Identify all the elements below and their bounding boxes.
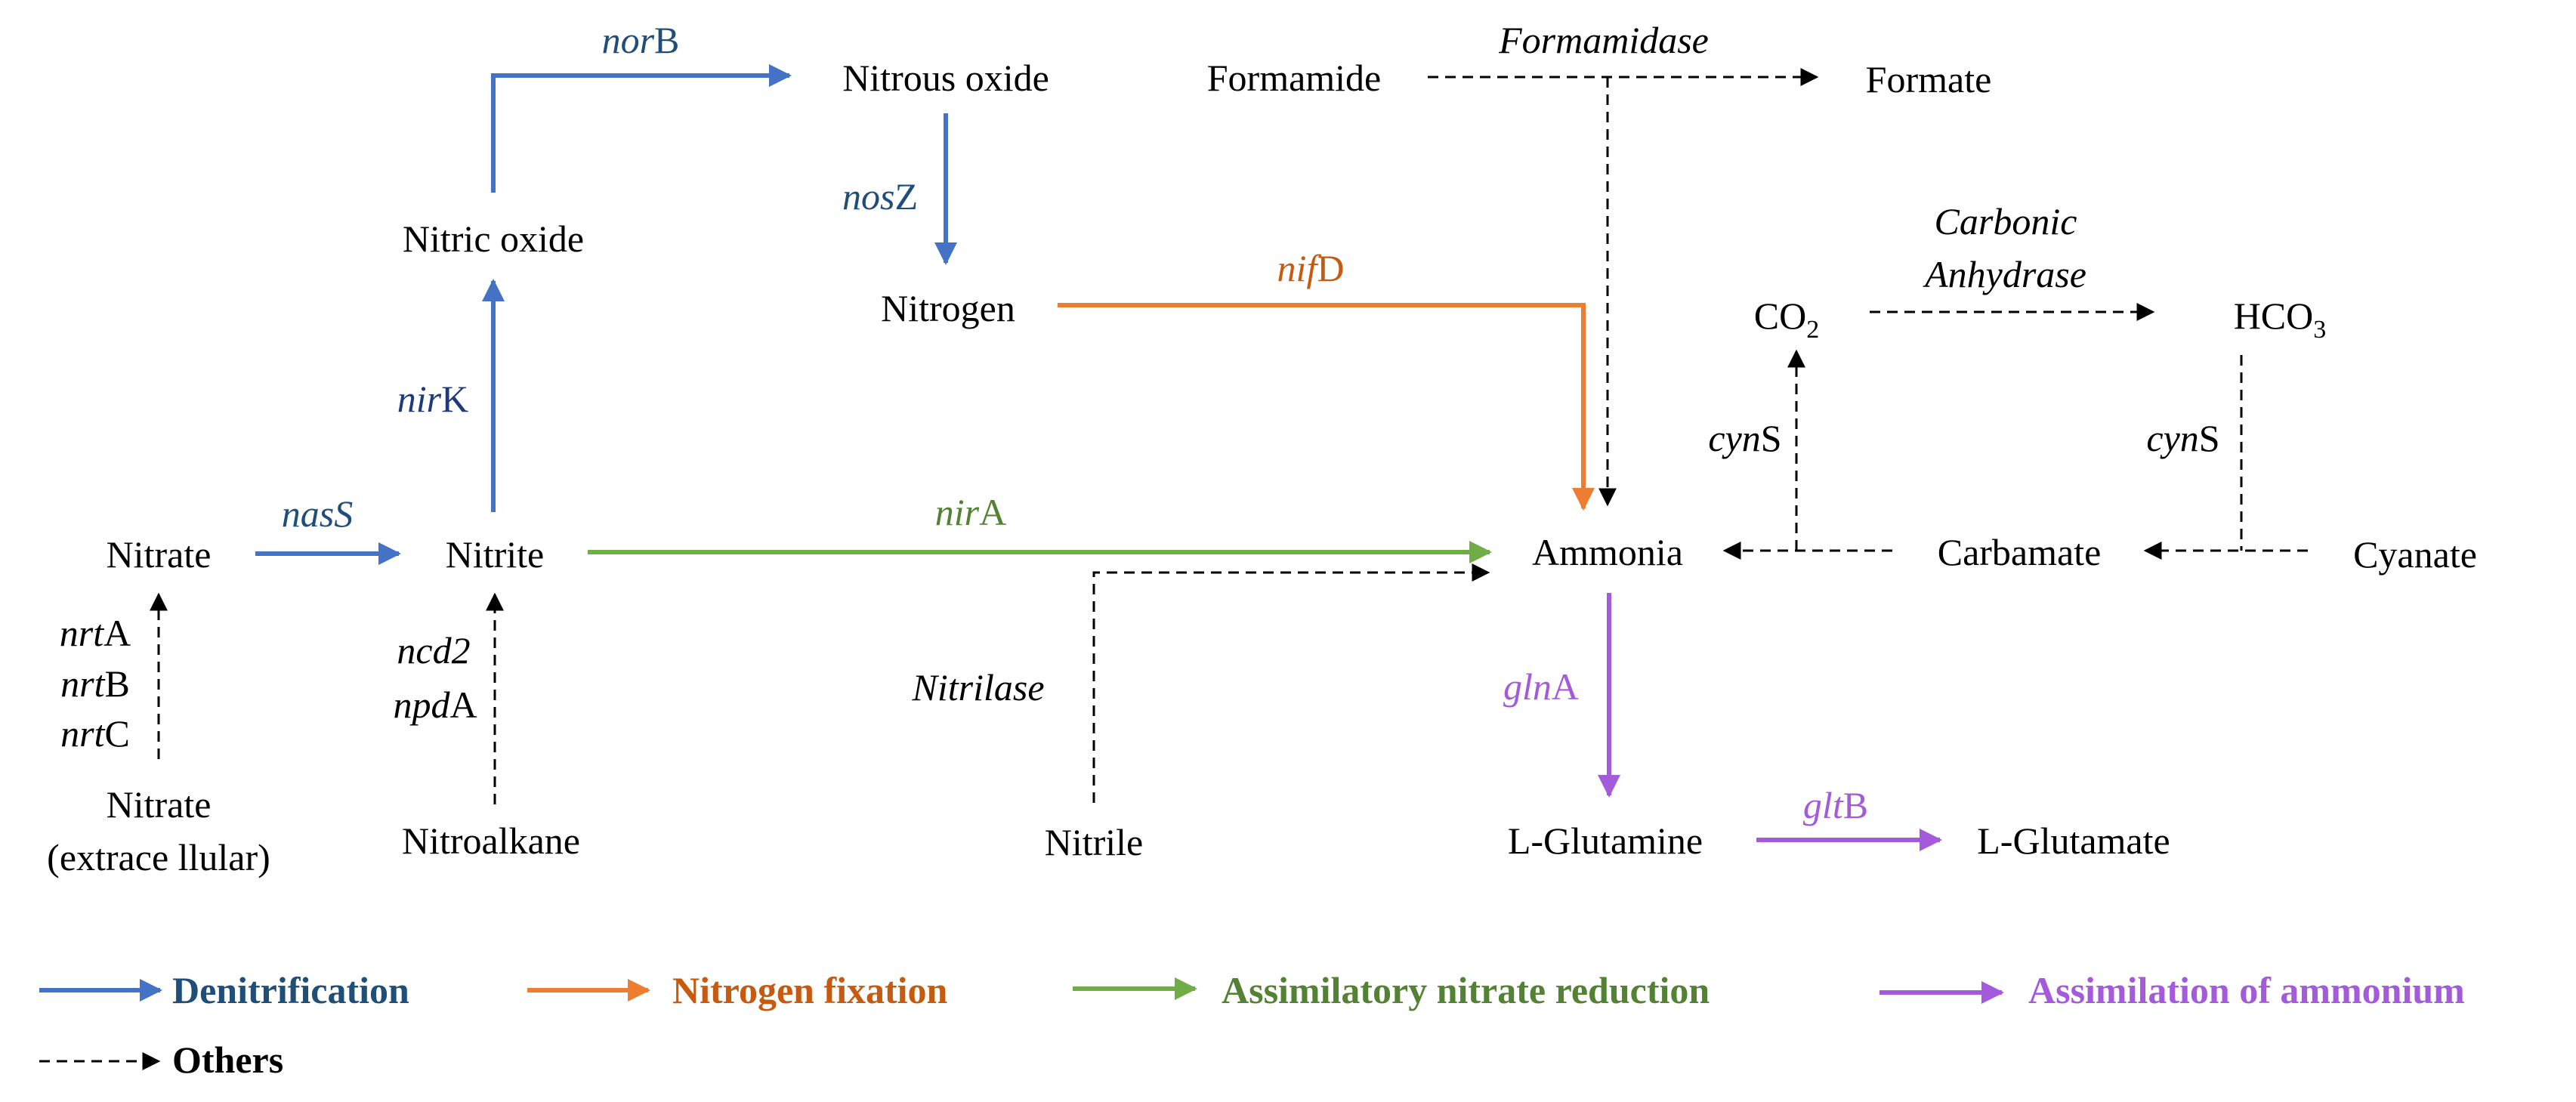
gene-glnA: glnA (1503, 665, 1579, 708)
gene-nosZ: nosZ (842, 175, 918, 218)
node-cyanate: Cyanate (2353, 533, 2477, 576)
gene-nirA: nirA (935, 491, 1006, 533)
gene-ncd2: ncd2 (397, 629, 470, 671)
enzyme-carbonic-anhydrase-line2: Anhydrase (1923, 253, 2086, 295)
node-nitrate: Nitrate (107, 533, 212, 576)
gene-nrtC: nrtC (60, 712, 130, 755)
node-nitric-oxide: Nitric oxide (403, 218, 584, 260)
node-formamide: Formamide (1207, 57, 1382, 99)
node-l-glutamate: L-Glutamate (1977, 820, 2170, 862)
node-nitrile: Nitrile (1045, 821, 1144, 863)
legend-assimilation-of-ammonium-label: Assimilation of ammonium (2028, 969, 2465, 1011)
gene-nirK: nirK (397, 378, 468, 420)
gene-nifD: nifD (1277, 247, 1345, 289)
gene-cynS-left: cynS (1708, 417, 1781, 459)
node-hco3: HCO3 (2234, 295, 2327, 344)
enzyme-nitrilase: Nitrilase (911, 666, 1044, 708)
legend: Denitrification Nitrogen fixation Assimi… (39, 969, 2465, 1081)
gene-npdA: npdA (393, 684, 477, 726)
node-co2: CO2 (1754, 295, 1819, 344)
arrow-nitrogen-to-ammonia (1058, 303, 1595, 511)
node-l-glutamine: L-Glutamine (1508, 820, 1703, 862)
legend-assimilatory-nitrate-reduction-label: Assimilatory nitrate reduction (1222, 969, 1710, 1011)
legend-nitrogen-fixation-label: Nitrogen fixation (672, 969, 948, 1011)
arrow-nitric-oxide-to-nitrous-oxide (491, 64, 792, 193)
gene-nasS: nasS (282, 492, 353, 535)
node-nitrogen: Nitrogen (881, 287, 1015, 329)
node-nitrous-oxide: Nitrous oxide (842, 57, 1049, 99)
arrow-nitrile-to-ammonia (1092, 563, 1490, 803)
gene-nrtB: nrtB (60, 662, 130, 705)
gene-nrtA: nrtA (60, 612, 131, 654)
node-nitrite: Nitrite (446, 533, 545, 576)
node-nitroalkane: Nitroalkane (402, 820, 580, 862)
enzyme-formamidase: Formamidase (1498, 19, 1709, 61)
enzyme-carbonic-anhydrase-line1: Carbonic (1935, 200, 2077, 242)
node-ammonia: Ammonia (1532, 531, 1683, 573)
gene-gltB: gltB (1803, 784, 1868, 826)
legend-others-label: Others (172, 1039, 283, 1081)
node-nitrate-extracellular-line2: (extrace llular) (47, 836, 270, 878)
node-nitrate-extracellular-line1: Nitrate (107, 783, 212, 826)
gene-cynS-right: cynS (2146, 417, 2219, 459)
node-carbamate: Carbamate (1938, 531, 2102, 573)
legend-denitrification-label: Denitrification (172, 969, 409, 1011)
gene-norB: norB (602, 19, 680, 61)
node-formate: Formate (1866, 58, 1992, 100)
